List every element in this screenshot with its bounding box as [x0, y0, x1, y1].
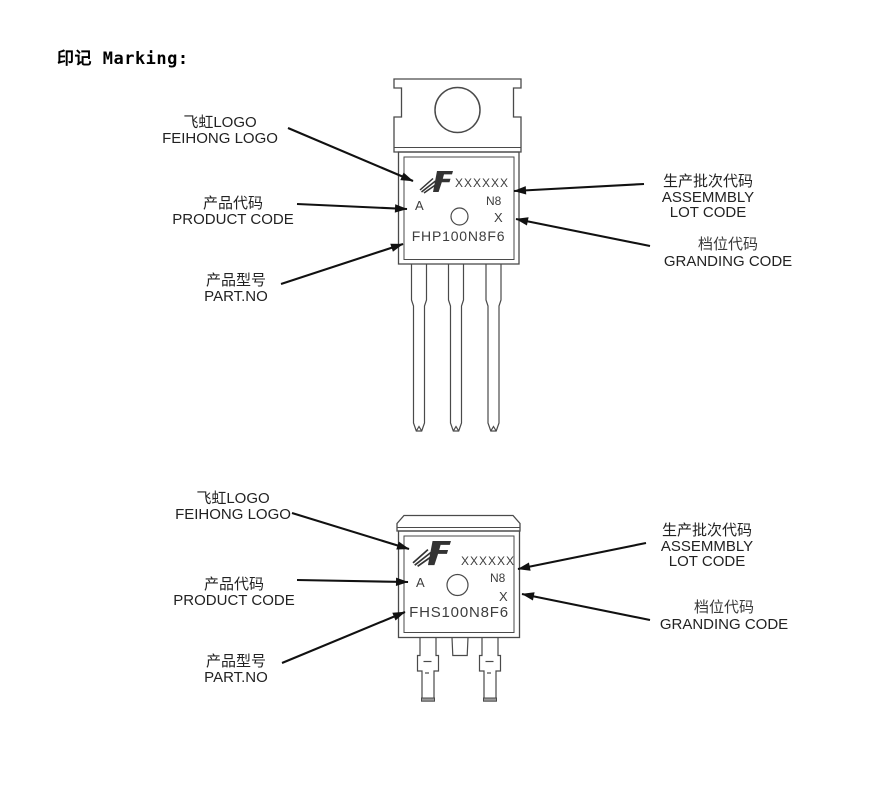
top-product-code-callout-en: PRODUCT CODE — [172, 210, 294, 228]
to220-tab — [393, 78, 522, 153]
bottom-grade-code-callout: 档位代码 GRANDING CODE — [639, 600, 809, 633]
bottom-grade-code-callout-cn: 档位代码 — [693, 600, 754, 616]
to220-date-code-circle — [450, 207, 469, 226]
to220-leads — [410, 264, 502, 432]
bottom-product-code-callout-cn: 产品代码 — [203, 576, 264, 593]
top-logo-callout: 飞虹LOGO FEIHONG LOGO — [135, 115, 305, 146]
top-logo-callout-en: FEIHONG LOGO — [162, 129, 278, 147]
bottom-assembly-code-marking: N8 — [490, 571, 506, 585]
arrow-bottom-part-no — [281, 611, 406, 664]
bottom-grade-code-callout-en: GRANDING CODE — [659, 615, 789, 633]
arrow-top-logo — [287, 127, 414, 182]
bottom-grade-code-marking: X — [499, 589, 508, 604]
top-lot-code-callout-en2: LOT CODE — [669, 204, 747, 221]
arrow-bottom-logo — [291, 511, 410, 551]
top-part-no-callout-cn: 产品型号 — [205, 272, 266, 289]
bottom-logo-callout-en: FEIHONG LOGO — [175, 505, 291, 523]
arrow-bottom-lot-code — [517, 541, 647, 571]
bottom-product-code-callout: 产品代码 PRODUCT CODE — [149, 577, 319, 608]
arrow-top-product-code — [296, 202, 408, 213]
arrow-top-grade-code — [515, 217, 651, 248]
top-product-code-callout-cn: 产品代码 — [202, 195, 263, 212]
callout-arrows — [280, 127, 651, 664]
arrow-top-part-no — [280, 243, 404, 285]
feihong-logo-icon — [419, 171, 453, 194]
bottom-lot-code-callout-cn: 生产批次代码 — [661, 522, 752, 539]
top-lot-code-callout-en1: ASSEMMBLY — [661, 188, 755, 206]
to263-date-code-circle — [446, 573, 469, 597]
top-grade-code-marking: X — [494, 210, 503, 225]
bottom-product-code-marking: A — [416, 575, 425, 590]
top-grade-code-callout: 档位代码 GRANDING CODE — [643, 237, 813, 270]
top-product-code-callout: 产品代码 PRODUCT CODE — [148, 196, 318, 227]
to220-mounting-hole — [434, 86, 481, 134]
page-title: 印记 Marking: — [57, 49, 189, 69]
to220-package-drawing — [393, 78, 522, 432]
bottom-product-code-callout-en: PRODUCT CODE — [173, 591, 295, 609]
top-part-no-marking: FHP100N8F6 — [411, 228, 506, 244]
top-part-no-callout: 产品型号 PART.NO — [151, 273, 321, 304]
arrow-bottom-grade-code — [521, 592, 651, 622]
bottom-part-no-marking: FHS100N8F6 — [409, 604, 509, 621]
top-part-no-callout-en: PART.NO — [204, 287, 268, 305]
bottom-logo-callout-cn: 飞虹LOGO — [196, 490, 270, 507]
bottom-lot-code-callout: 生产批次代码 ASSEMMBLY LOT CODE — [622, 523, 792, 570]
to263-package-drawing — [396, 514, 521, 702]
top-lot-code-marking: XXXXXX — [455, 176, 510, 190]
top-grade-code-callout-en: GRANDING CODE — [663, 252, 793, 270]
feihong-logo-icon — [412, 541, 451, 568]
bottom-part-no-callout-cn: 产品型号 — [205, 653, 266, 670]
top-lot-code-callout: 生产批次代码 ASSEMMBLY LOT CODE — [623, 174, 793, 221]
bottom-part-no-callout: 产品型号 PART.NO — [151, 654, 321, 685]
top-lot-code-callout-cn: 生产批次代码 — [662, 173, 753, 190]
to263-tab — [396, 514, 521, 532]
top-logo-callout-cn: 飞虹LOGO — [183, 114, 257, 131]
to263-leads — [416, 637, 502, 702]
arrow-top-lot-code — [513, 182, 645, 195]
bottom-logo-callout: 飞虹LOGO FEIHONG LOGO — [148, 491, 318, 522]
bottom-lot-code-callout-en2: LOT CODE — [668, 553, 746, 570]
top-grade-code-callout-cn: 档位代码 — [697, 237, 758, 253]
top-product-code-marking: A — [415, 198, 424, 213]
arrow-bottom-product-code — [296, 577, 409, 586]
bottom-lot-code-marking: XXXXXX — [461, 554, 516, 568]
bottom-part-no-callout-en: PART.NO — [204, 668, 268, 686]
top-assembly-code-marking: N8 — [486, 194, 502, 208]
bottom-lot-code-callout-en1: ASSEMMBLY — [660, 537, 754, 555]
